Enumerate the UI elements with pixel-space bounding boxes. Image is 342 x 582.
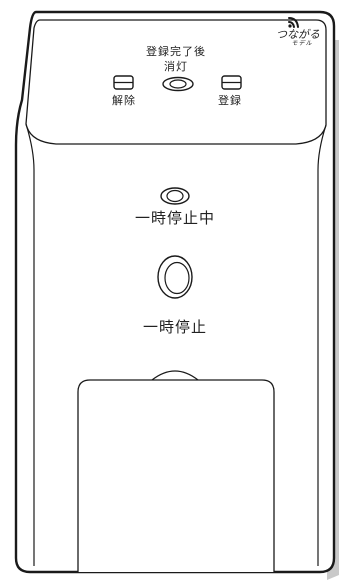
pause-button-label: 一時停止 [142, 318, 207, 336]
pause-button[interactable] [157, 255, 193, 299]
connected-model-badge-subtitle: モデル [291, 40, 313, 47]
lower-cover [77, 379, 275, 572]
register-button[interactable] [221, 75, 242, 90]
connected-model-badge-title: つながる [276, 28, 320, 41]
release-button-label: 解除 [112, 94, 136, 107]
registration-led-title: 登録完了後 [146, 45, 206, 58]
cover-notch [151, 370, 199, 381]
pause-status-label: 一時停止中 [134, 209, 215, 227]
pause-status-led [160, 187, 190, 205]
wifi-signal-icon [288, 17, 299, 28]
register-button-label: 登録 [218, 94, 242, 107]
registration-led-subtitle: 消灯 [164, 60, 188, 73]
registration-led [162, 76, 194, 92]
release-button[interactable] [113, 75, 134, 90]
